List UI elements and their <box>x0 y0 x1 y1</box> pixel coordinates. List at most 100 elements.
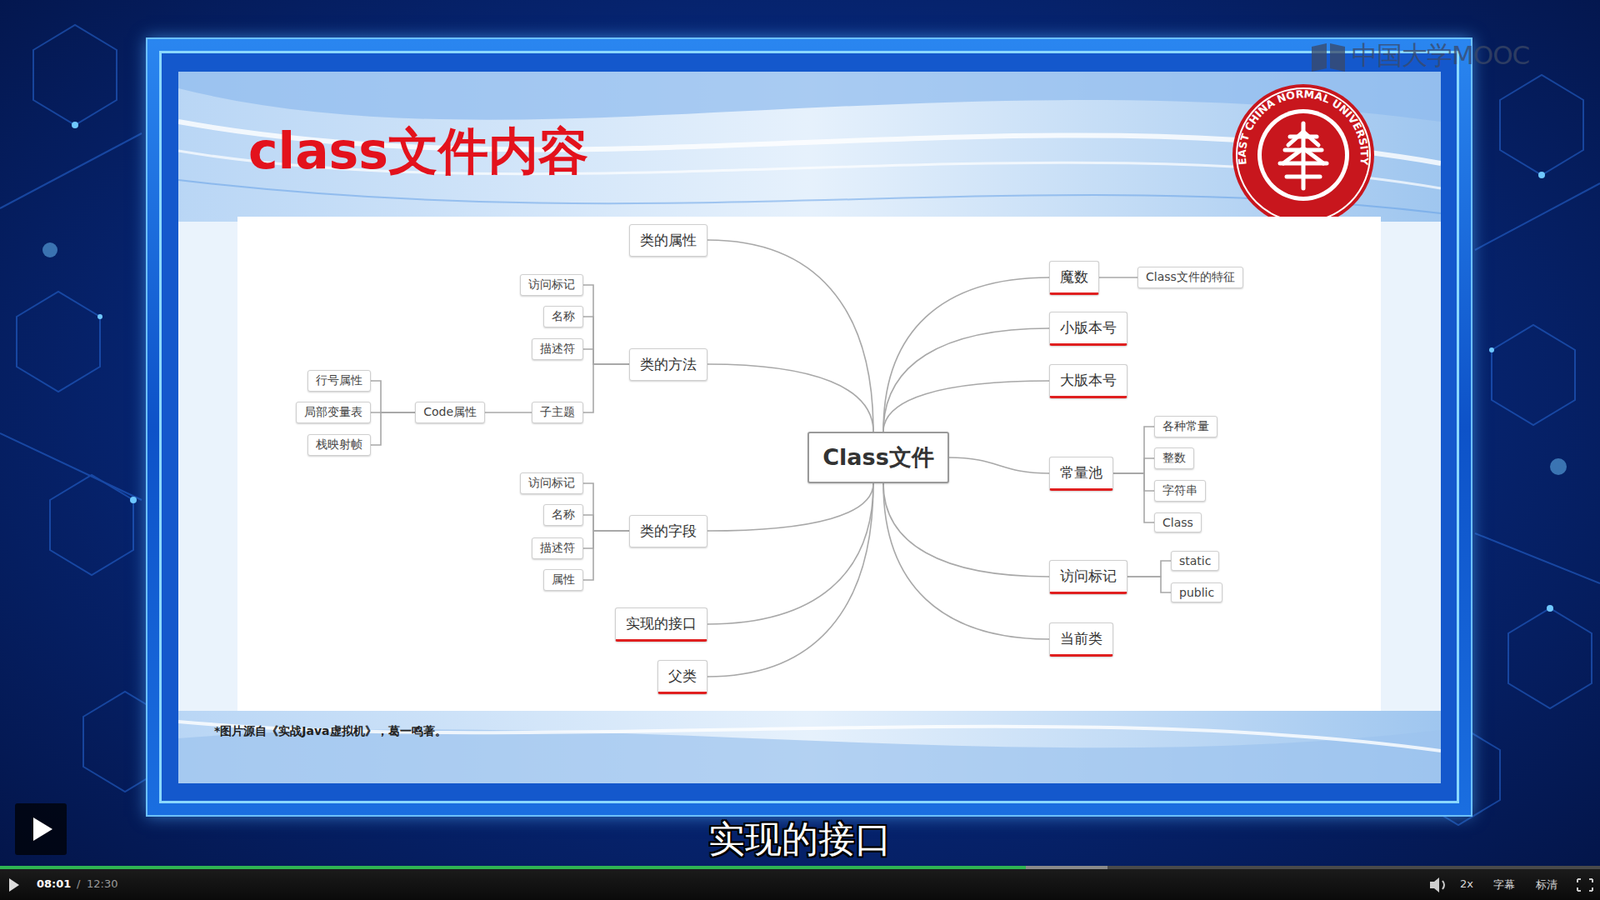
node-text: 访问标记 <box>528 475 575 490</box>
subtopic: 栈映射帧 <box>307 434 371 456</box>
connector <box>1113 458 1155 474</box>
total-time: 12:30 <box>86 877 118 890</box>
player-bar <box>0 867 1600 900</box>
node-text: 小版本号 <box>1060 319 1117 336</box>
node-text: Code属性 <box>423 405 477 419</box>
university-logo: EAST CHINA NORMAL UNIVERSITY <box>1231 83 1375 227</box>
central-topic: Class文件 <box>807 431 949 484</box>
connector <box>583 515 630 531</box>
node-text: 子主题 <box>540 405 575 419</box>
video-subtitle: 实现的接口 <box>0 815 1600 865</box>
branch-topic: 常量池 <box>1049 456 1114 491</box>
connector <box>583 530 630 580</box>
connector <box>949 457 1050 474</box>
connector <box>707 364 874 432</box>
node-text: 栈映射帧 <box>315 437 363 451</box>
connector <box>707 483 874 677</box>
node-text: 常量池 <box>1060 464 1103 481</box>
node-text: 实现的接口 <box>625 615 697 632</box>
subtopic: static <box>1170 550 1220 571</box>
slide-title: class文件内容 <box>248 123 589 179</box>
watermark: 中国大学MOOC <box>1351 38 1530 74</box>
connector <box>707 240 874 432</box>
node-text: 描述符 <box>540 341 575 355</box>
branch-topic: 魔数 <box>1049 260 1100 295</box>
subtopic: 名称 <box>543 305 584 328</box>
current-time: 08:01 <box>36 877 71 890</box>
connector <box>883 483 1050 577</box>
branch-topic: 父类 <box>657 660 708 695</box>
node-text: static <box>1179 554 1211 568</box>
logo-text: EAST CHINA NORMAL UNIVERSITY <box>1235 87 1371 166</box>
node-text: Class文件的特征 <box>1145 270 1235 284</box>
play-icon <box>15 803 67 855</box>
node-text: 各种常量 <box>1162 419 1210 433</box>
connector <box>583 285 630 365</box>
node-text: 字符串 <box>1162 483 1198 497</box>
speed-button: 2x <box>1460 877 1474 890</box>
subtopic: 访问标记 <box>520 472 584 495</box>
subtopic: Code属性 <box>415 401 485 424</box>
connector <box>583 530 630 549</box>
subtopic: 访问标记 <box>520 274 584 296</box>
node-text: Class <box>1162 515 1194 530</box>
node-text: 当前类 <box>1060 630 1103 647</box>
subtopic: public <box>1170 582 1223 603</box>
connector <box>883 328 1050 432</box>
branch-topic: 小版本号 <box>1049 311 1128 346</box>
branch-topic: 类的属性 <box>629 224 708 257</box>
subtopic: Class文件的特征 <box>1137 266 1244 289</box>
connector <box>883 380 1050 432</box>
subtopic: 描述符 <box>531 537 584 560</box>
image-source-note: *图片源自《实战Java虚拟机》，葛一鸣著。 <box>214 724 447 740</box>
connector <box>583 483 630 531</box>
node-text: public <box>1179 585 1215 600</box>
connector <box>485 411 532 414</box>
subtopic: 各种常量 <box>1154 415 1218 438</box>
node-text: 访问标记 <box>528 277 575 291</box>
subtopic: 属性 <box>543 569 584 591</box>
connector <box>583 349 630 365</box>
subtopic: 整数 <box>1154 447 1195 470</box>
node-text: 描述符 <box>540 540 575 555</box>
node-text: 类的方法 <box>640 355 697 373</box>
player-controls <box>0 865 1600 900</box>
quality-button: 标清 <box>1535 877 1558 893</box>
subtopic: 字符串 <box>1154 480 1206 502</box>
node-text: 魔数 <box>1060 268 1089 285</box>
subtopic: 名称 <box>543 504 584 526</box>
time-separator: / <box>76 877 80 890</box>
node-text: 类的属性 <box>640 231 697 249</box>
node-text: 大版本号 <box>1060 371 1117 389</box>
connector <box>883 277 1050 432</box>
mooc-logo-icon <box>1308 40 1349 74</box>
branch-topic: 大版本号 <box>1049 364 1128 399</box>
connector <box>370 380 415 413</box>
connector <box>883 483 1050 640</box>
big-play-button <box>15 803 67 855</box>
subtopic: 子主题 <box>531 401 584 424</box>
node-text: 属性 <box>551 572 575 586</box>
branch-topic: 类的方法 <box>629 348 708 381</box>
node-text: 整数 <box>1162 450 1186 465</box>
node-text: 类的字段 <box>640 522 697 540</box>
node-text: Class文件 <box>822 444 934 470</box>
connector <box>583 364 630 413</box>
connector <box>1127 560 1171 577</box>
subtopic: 行号属性 <box>307 370 371 392</box>
node-text: 父类 <box>668 667 697 685</box>
connector <box>1099 276 1138 279</box>
node-text: 局部变量表 <box>304 405 363 419</box>
subtitle-button: 字幕 <box>1493 877 1515 893</box>
subtopic: 描述符 <box>531 338 584 360</box>
connector <box>707 483 874 625</box>
subtopic: 局部变量表 <box>295 401 371 424</box>
node-text: 行号属性 <box>315 373 363 387</box>
node-text: 访问标记 <box>1060 567 1117 585</box>
connector <box>1127 576 1171 593</box>
connector <box>1113 473 1155 491</box>
connector <box>583 316 630 365</box>
node-text: 名称 <box>551 507 575 521</box>
